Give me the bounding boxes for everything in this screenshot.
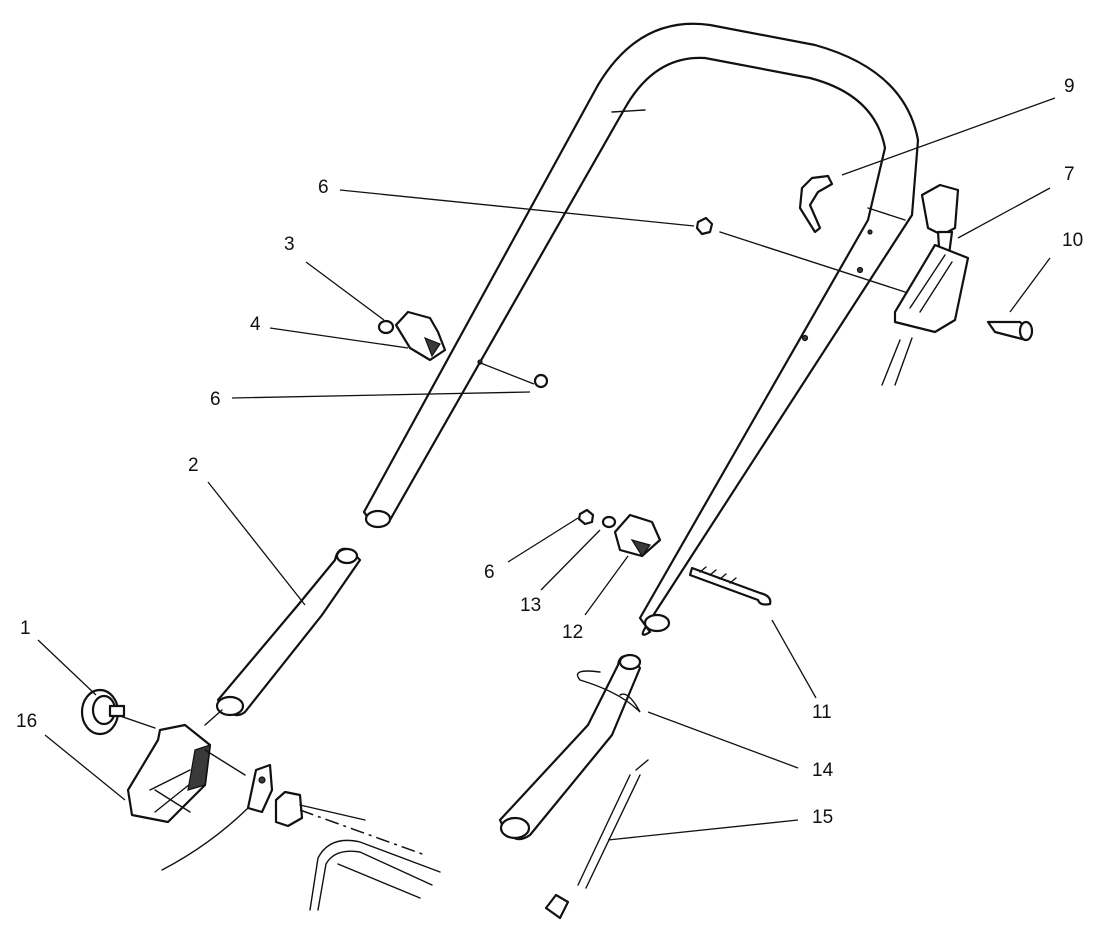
clamp-assembly-upper bbox=[377, 310, 549, 389]
callout-2: 2 bbox=[188, 455, 199, 476]
callout-6-top: 6 bbox=[318, 177, 329, 198]
callout-15: 15 bbox=[812, 807, 833, 828]
handle-bracket bbox=[126, 723, 212, 824]
cable-guide-and-cable bbox=[544, 670, 649, 920]
callout-14: 14 bbox=[812, 760, 834, 781]
mower-deck-outline bbox=[119, 709, 441, 911]
callout-10: 10 bbox=[1062, 230, 1083, 251]
lower-handle-right bbox=[498, 653, 642, 841]
callout-16: 16 bbox=[16, 711, 37, 732]
callout-9: 9 bbox=[1064, 76, 1075, 97]
callout-1: 1 bbox=[20, 618, 31, 639]
callout-11: 11 bbox=[812, 702, 832, 723]
nut-and-rod bbox=[695, 174, 906, 293]
callout-6-middle: 6 bbox=[210, 389, 221, 410]
callout-3: 3 bbox=[284, 234, 295, 255]
knob bbox=[80, 688, 126, 736]
callout-labels: 1 16 2 3 4 6 6 6 9 7 10 11 13 12 14 15 bbox=[16, 76, 1083, 828]
callout-13: 13 bbox=[520, 595, 541, 616]
upper-handle bbox=[362, 22, 920, 636]
callout-7: 7 bbox=[1064, 164, 1075, 185]
clamp-assembly-lower bbox=[577, 508, 772, 606]
leader-lines bbox=[37, 97, 1056, 841]
callout-6-lower: 6 bbox=[484, 562, 495, 583]
shift-lever-assembly bbox=[881, 183, 1034, 386]
lower-handle-left bbox=[215, 547, 362, 717]
callout-12: 12 bbox=[562, 622, 583, 643]
cable-clip bbox=[161, 763, 304, 871]
callout-4: 4 bbox=[250, 314, 261, 335]
